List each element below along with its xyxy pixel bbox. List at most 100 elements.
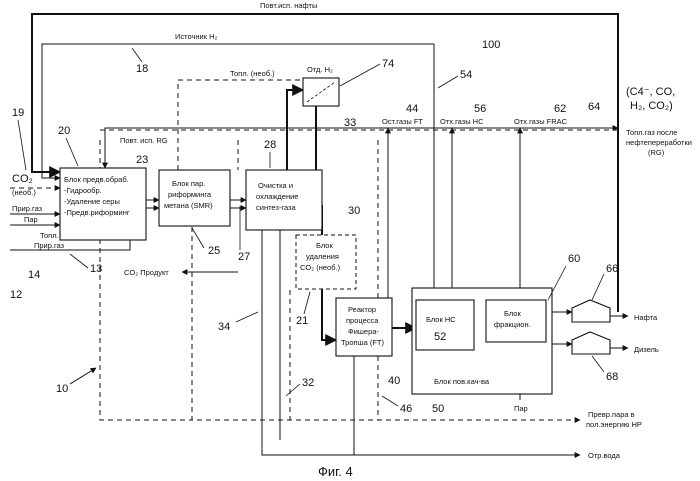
frac-line-1: Блок (504, 309, 521, 318)
ref-12: 12 (10, 289, 22, 301)
ref-56: 56 (474, 103, 486, 115)
ref-34-lead (236, 312, 258, 322)
hc-label: Блок НС (426, 315, 456, 324)
ref-23: 23 (136, 154, 148, 166)
co2-line-1: Блок (316, 241, 333, 250)
ref-32: 32 (302, 377, 314, 389)
syngas-line-3: синтез-газа (256, 203, 296, 212)
co2-opt-label: (необ.) (12, 188, 36, 197)
ref-21: 21 (296, 315, 308, 327)
ref-19: 19 (12, 107, 24, 119)
ref-14: 14 (28, 269, 40, 281)
co2-in-label: CO₂ (12, 173, 33, 185)
ref-74: 74 (382, 58, 394, 70)
co2-product-label: CO₂ Продукт (124, 268, 169, 277)
ref-33: 33 (344, 117, 356, 129)
smr-line-3: метана (SMR) (164, 201, 213, 210)
ref-20: 20 (58, 125, 70, 137)
ref-74-lead (340, 64, 380, 86)
ref-18: 18 (136, 63, 148, 75)
rg-fuel-label-2: нефтепереработки (626, 138, 692, 147)
ref-10: 10 (56, 383, 68, 395)
ref-68: 68 (606, 371, 618, 383)
h2-source-line (42, 44, 434, 178)
ref-50: 50 (432, 403, 444, 415)
ref-46-lead (382, 396, 398, 406)
ref-34: 34 (218, 321, 230, 333)
pretreat-line-1: Блок предв.обраб. (64, 175, 129, 184)
rg-fuel-label-3: (RG) (648, 148, 665, 157)
ft-line-4: Тропша (FT) (341, 338, 384, 347)
rg-fuel-label-1: Топл.газ после (626, 128, 677, 137)
steam-frac-label: Пар (514, 404, 528, 413)
h2sep-label: Отд. H₂ (307, 65, 333, 74)
waste-water-label: Отр.вода (588, 451, 621, 460)
rg-recycle-label: Повт. исп. RG (120, 136, 168, 145)
ref-60: 60 (568, 253, 580, 265)
ref-68-lead (592, 356, 604, 372)
ref-32-lead (286, 384, 300, 396)
fuel-opt-label: Топл. (необ.) (230, 69, 275, 78)
ref-18-lead (132, 48, 142, 62)
frac-offgas-label: Отх.газы FRAC (514, 117, 568, 126)
pretreat-line-2: -Гидрообр. (64, 186, 102, 195)
ref-40: 40 (388, 375, 400, 387)
ft-line-3: Фишера- (348, 327, 379, 336)
rg-header-line (105, 128, 618, 168)
ref-25: 25 (208, 245, 220, 257)
fuel-opt-line (178, 80, 300, 170)
pretreat-line-4: -Предв.риформинг (64, 208, 130, 217)
smr-line-2: риформинга (168, 190, 212, 199)
ref-20-lead (66, 138, 78, 166)
natgas-label: Прир.газ (12, 204, 43, 213)
ref-10-arrow (70, 368, 96, 384)
rg-comp-2: H₂, CO₂) (630, 100, 673, 112)
ref-64: 64 (588, 101, 600, 113)
ref-28: 28 (264, 139, 276, 151)
steam-hp-label-1: Превр.пара в (588, 410, 635, 419)
naphtha-tank (572, 300, 610, 322)
ref-100: 100 (482, 39, 500, 51)
pretreat-line-3: -Удаление серы (64, 197, 120, 206)
syngas-line-1: Очистка и (258, 181, 293, 190)
co2-line-2: удаления (306, 252, 339, 261)
ref-13: 13 (90, 263, 102, 275)
ref-30: 30 (348, 205, 360, 217)
ref-46: 46 (400, 403, 412, 415)
syngas-line-2: охлаждение (256, 192, 298, 201)
ref-44: 44 (406, 103, 418, 115)
steam-hp-label-2: пол.энергию НР (586, 420, 642, 429)
figure-caption: Фиг. 4 (318, 464, 353, 479)
fuel-natgas-label-1: Топл. (40, 231, 59, 240)
ref-27: 27 (238, 251, 250, 263)
ref-62: 62 (554, 103, 566, 115)
ref-25-lead (192, 228, 204, 248)
frac-line-2: фракцион. (494, 320, 531, 329)
naphtha-label: Нафта (634, 313, 658, 322)
ref-66: 66 (606, 263, 618, 275)
ref-54-lead (438, 76, 458, 88)
fuel-natgas-label-2: Прир.газ (34, 241, 65, 250)
ft-line-2: процесса (346, 316, 379, 325)
ref-60-lead (548, 266, 566, 300)
hc-number: 52 (434, 331, 446, 343)
h2-source-label: Источник H₂ (175, 32, 218, 41)
ref-13-lead (70, 254, 88, 268)
ft-line-1: Реактор (348, 305, 376, 314)
rg-comp-1: (C4⁻, CO, (626, 86, 675, 98)
steam-label: Пар (24, 215, 38, 224)
diesel-tank (572, 332, 610, 354)
hc-recycle-label: Блок пов.кач-ва (434, 377, 490, 386)
ref-66-lead (592, 274, 604, 300)
hc-offgas-label: Отх.газы НС (440, 117, 484, 126)
ref-19-lead (18, 120, 26, 170)
diesel-label: Дизель (634, 345, 659, 354)
co2-line-3: CO₂ (необ.) (300, 263, 341, 272)
smr-line-1: Блок пар. (172, 179, 205, 188)
fuel-natgas-line (10, 240, 130, 250)
naphtha-recycle-label: Повт.исп. нафты (260, 1, 317, 10)
ref-54: 54 (460, 69, 472, 81)
ft-offgas-label: Ост.газы FT (382, 117, 423, 126)
ref-21-lead (304, 292, 310, 314)
